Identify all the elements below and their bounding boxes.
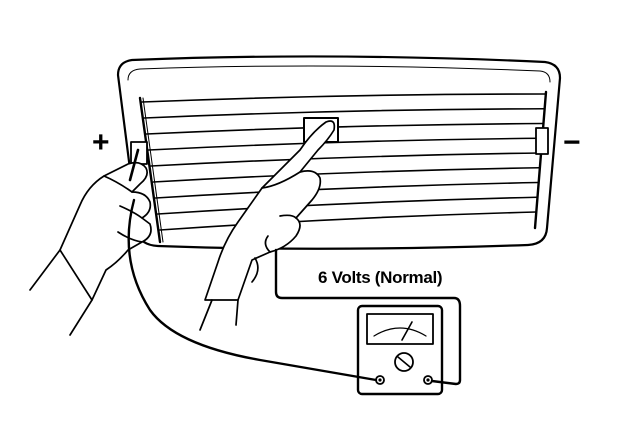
grid-line: [154, 181, 540, 199]
negative-label: −: [563, 126, 581, 159]
left-bus-bar: [138, 96, 162, 244]
grid-line: [145, 122, 545, 135]
grid-line: [159, 211, 537, 231]
grid-line: [147, 137, 544, 151]
left-hand-icon: [29, 148, 152, 336]
grid-line: [141, 93, 547, 103]
positive-test-lead: [274, 248, 462, 386]
rear-window-glass-icon: [116, 55, 562, 250]
voltmeter-icon: [356, 304, 444, 396]
right-bus-bar: [533, 90, 548, 230]
grid-line: [152, 166, 541, 183]
grid-line: [150, 152, 542, 167]
negative-terminal: [535, 127, 549, 155]
grid-line: [156, 196, 539, 215]
negative-test-lead: [127, 198, 378, 382]
positive-label: +: [92, 126, 110, 159]
grid-line: [143, 107, 546, 119]
positive-terminal: [130, 141, 148, 165]
defogger-grid: [141, 93, 547, 231]
voltage-reading-label: 6 Volts (Normal): [318, 268, 443, 287]
hand-icon: [199, 120, 336, 331]
